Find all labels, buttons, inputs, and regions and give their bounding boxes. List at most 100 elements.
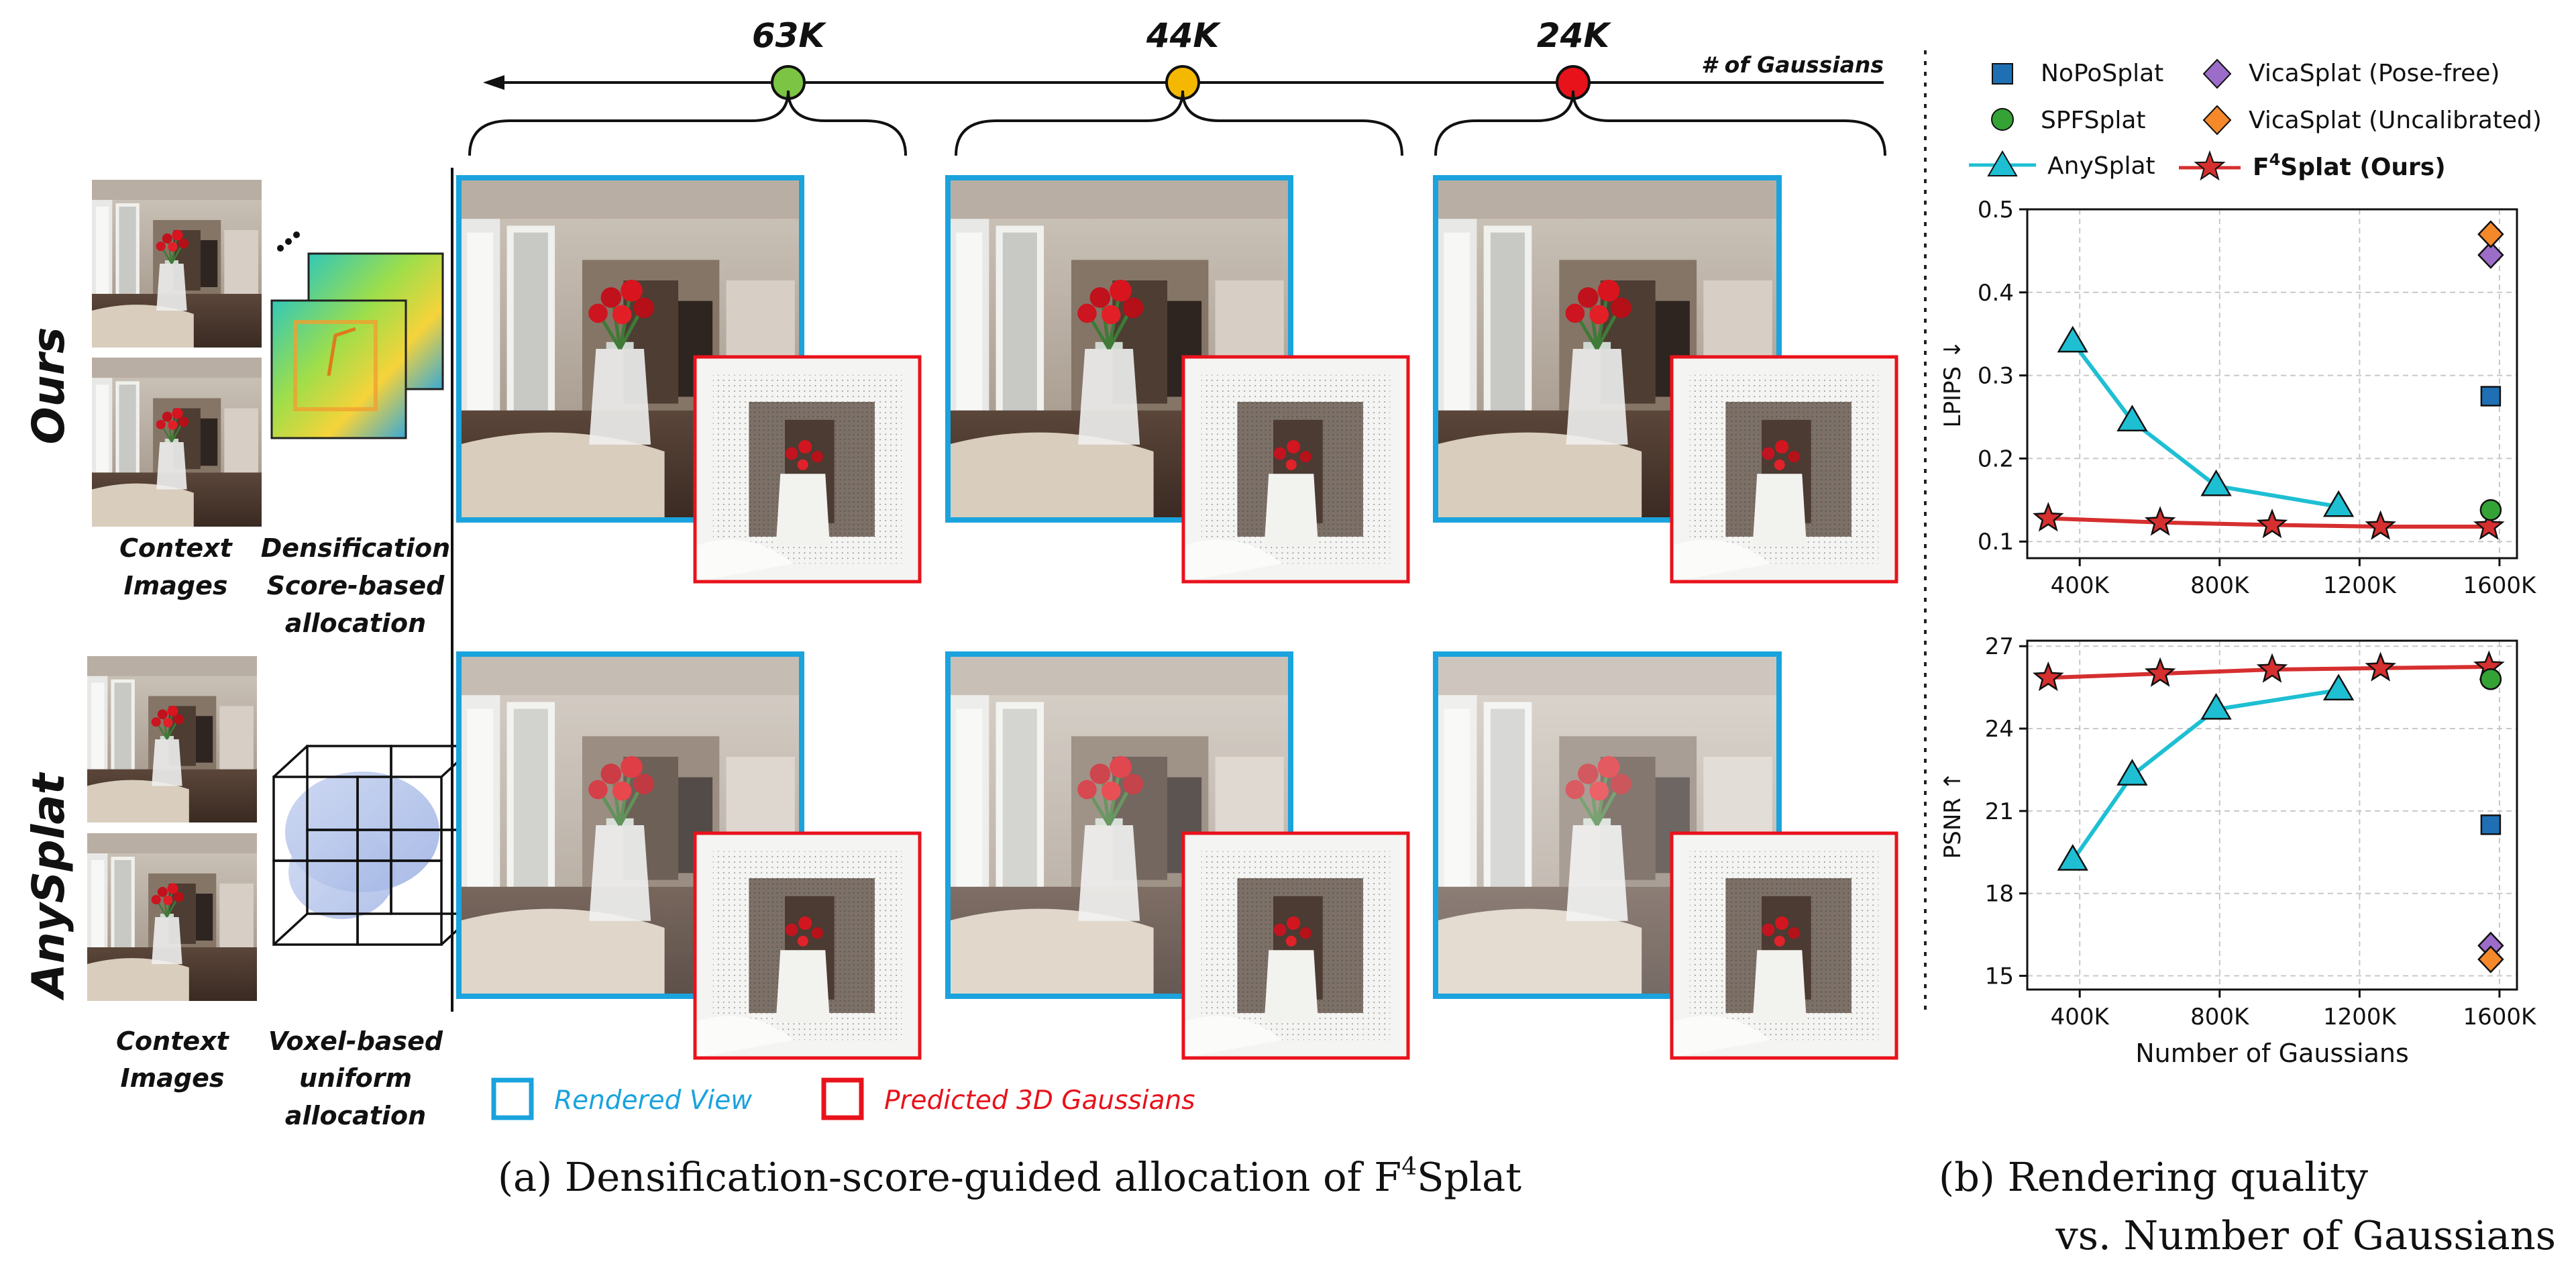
data-point (2033, 661, 2064, 692)
legend-label-sup: 4 (2269, 150, 2281, 169)
render-cell-ours-63k (456, 175, 922, 584)
anysplat-triangle-icon (1987, 150, 2018, 176)
data-point (2477, 220, 2504, 248)
render-cell-anysplat-44k (945, 651, 1410, 1060)
panel-a: # of Gaussians 63K 44K 24K Ours AnySplat… (23, 16, 1898, 1200)
level-label: 24K (1537, 16, 1612, 55)
x-tick-label: 1600K (2463, 1004, 2538, 1030)
data-point (2033, 502, 2064, 532)
panel-b: NoPoSplat VicaSplat (Pose-free) SPFSplat… (1939, 58, 2556, 1259)
alloc-label: Densification (261, 533, 450, 563)
render-grid (456, 175, 1898, 1060)
context-image (92, 180, 262, 348)
level-brace (955, 90, 1403, 156)
chart-legend: NoPoSplat VicaSplat (Pose-free) SPFSplat… (1969, 58, 2542, 181)
predicted-gaussians (695, 357, 920, 582)
y-tick-label: 0.4 (1978, 280, 2014, 307)
data-point (2479, 668, 2502, 690)
y-tick-label: 21 (1985, 798, 2014, 825)
data-point (2144, 657, 2176, 687)
alloc-label: Voxel-based (268, 1026, 443, 1056)
render-cell-anysplat-24k (1433, 651, 1898, 1060)
legend-label: VicaSplat (Pose-free) (2249, 60, 2500, 87)
series-spfsplat (2479, 668, 2502, 690)
series-anysplat (2057, 325, 2355, 517)
data-point (2365, 510, 2396, 540)
rendered-view-swatch (491, 1077, 534, 1120)
y-tick-label: 15 (1985, 963, 2014, 990)
vicasplat-uncalibrated-diamond-icon (2202, 105, 2232, 136)
level-brace (468, 90, 907, 156)
plot-frame (2026, 208, 2518, 560)
data-point (2057, 844, 2088, 871)
caption-a-tail: Splat (1417, 1154, 1521, 1200)
level-63k: 63K (468, 16, 907, 156)
vicasplat-posefree-diamond-icon (2202, 58, 2232, 89)
caption-a-text: (a) Densification-score-guided allocatio… (498, 1154, 1401, 1200)
context-label: Images (121, 1063, 225, 1093)
data-point (2479, 498, 2502, 521)
y-tick-label: 27 (1985, 633, 2014, 660)
legend-entry-f4splat: F4Splat (Ours) (2179, 150, 2446, 181)
series-vicasplat-uncalibrated- (2477, 220, 2504, 248)
x-axis-label: Number of Gaussians (2135, 1039, 2409, 1068)
legend-entry-spfsplat: SPFSplat (1991, 107, 2146, 134)
predicted-gaussians (1672, 833, 1896, 1058)
legend-label: VicaSplat (Uncalibrated) (2249, 107, 2542, 134)
axis-label: # of Gaussians (1701, 52, 1884, 78)
data-point (2473, 510, 2505, 540)
caption-b-line1: (b) Rendering quality (1939, 1154, 2369, 1200)
context-images-ours: Context Images (92, 180, 262, 600)
x-tick-label: 400K (2051, 1004, 2110, 1030)
f4splat-star-icon (2194, 150, 2226, 181)
context-label: Context (116, 1026, 229, 1056)
series-spfsplat (2479, 498, 2502, 521)
level-label: 44K (1146, 16, 1222, 55)
legend-label: F4Splat (Ours) (2253, 150, 2446, 181)
y-tick-label: 0.1 (1978, 529, 2014, 555)
alloc-label: allocation (285, 608, 426, 638)
context-label: Context (119, 533, 233, 563)
caption-b-line2: vs. Number of Gaussians (2055, 1212, 2556, 1259)
data-point (2477, 945, 2504, 973)
data-point (2480, 386, 2502, 407)
alloc-label: allocation (285, 1101, 426, 1130)
level-brace (1434, 90, 1886, 156)
x-tick-label: 1200K (2323, 572, 2398, 599)
spfsplat-circle-icon (1991, 108, 2014, 131)
data-point (2144, 506, 2176, 536)
render-cell-ours-44k (945, 175, 1410, 584)
data-point (2200, 469, 2232, 496)
level-44k: 44K (955, 16, 1403, 156)
data-point (2322, 490, 2355, 517)
series-f4splat-ours- (2033, 650, 2505, 692)
y-axis-label: LPIPS ↓ (1939, 340, 1966, 428)
rendered-view-legend-label: Rendered View (554, 1085, 752, 1116)
level-label: 63K (752, 16, 827, 55)
y-tick-label: 18 (1985, 881, 2014, 908)
legend-entry-anysplat: AnySplat (1969, 150, 2155, 180)
predicted-gaussians-swatch (821, 1077, 864, 1120)
legend-entry-vicasplat-posefree: VicaSplat (Pose-free) (2202, 58, 2500, 89)
data-point (2256, 653, 2288, 683)
predicted-gaussians (1183, 833, 1408, 1058)
level-24k: 24K (1434, 16, 1886, 156)
legend-entry-vicasplat-uncal: VicaSplat (Uncalibrated) (2202, 105, 2542, 136)
noposplat-square-icon (1992, 63, 2013, 85)
x-tick-label: 1200K (2323, 1004, 2398, 1030)
context-image (87, 656, 257, 822)
legend-label: SPFSplat (2041, 107, 2146, 134)
context-image (92, 358, 262, 527)
data-point (2322, 674, 2355, 700)
series-vicasplat-uncalibrated- (2477, 945, 2504, 973)
axis-arrowhead (483, 75, 504, 90)
data-point (2116, 759, 2148, 786)
legend-label-tail: Splat (Ours) (2280, 154, 2445, 181)
y-tick-label: 0.5 (1978, 197, 2014, 223)
y-tick-label: 24 (1985, 716, 2014, 743)
series-line (2071, 688, 2339, 862)
plot-frame (2026, 639, 2518, 991)
